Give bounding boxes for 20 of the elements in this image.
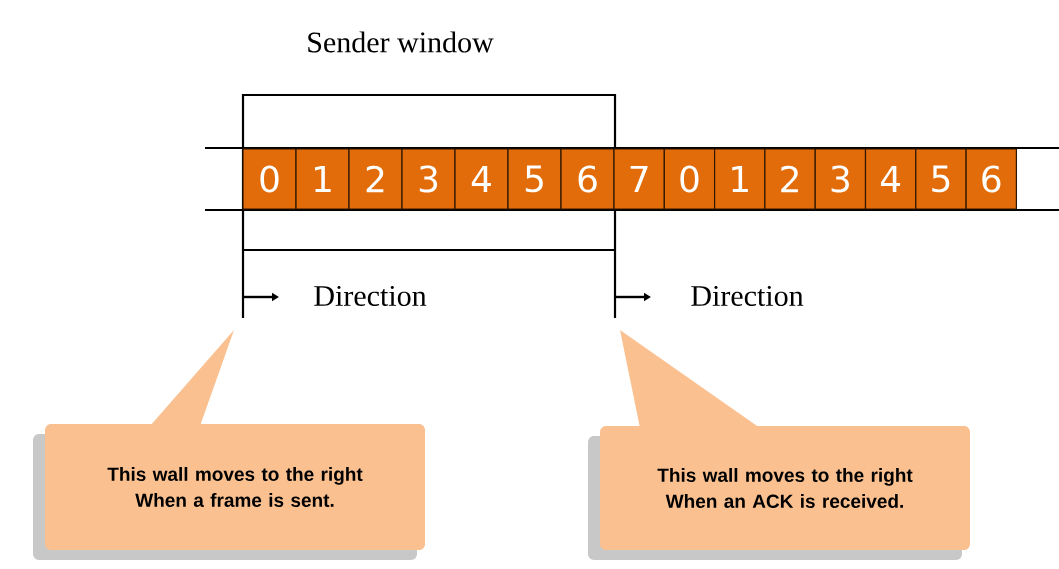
frame-cell: 2 (348, 148, 403, 210)
direction-label: Direction (314, 285, 427, 307)
frame-cell: 5 (915, 148, 967, 210)
direction-label: Direction (691, 285, 804, 307)
frame-cell: 2 (764, 148, 816, 210)
frame-cell: 1 (714, 148, 766, 210)
frame-cell: 0 (242, 148, 297, 210)
frame-cell: 3 (814, 148, 867, 210)
frame-cell: 0 (663, 148, 716, 210)
title: Sender window (308, 31, 494, 53)
frame-cell: 7 (613, 148, 665, 210)
callout-box: This wall moves to the right When an ACK is received. (588, 330, 970, 560)
frame-cell: 6 (560, 148, 615, 210)
frame-cell: 1 (295, 148, 350, 210)
frame-cell: 3 (401, 148, 456, 210)
frame-cell: 5 (507, 148, 562, 210)
callout-box: This wall moves to the right When a frame is sent. (33, 330, 425, 560)
frame-cell: 4 (864, 148, 917, 210)
frame-cell: 6 (965, 148, 1017, 210)
frame-cell: 4 (454, 148, 509, 210)
